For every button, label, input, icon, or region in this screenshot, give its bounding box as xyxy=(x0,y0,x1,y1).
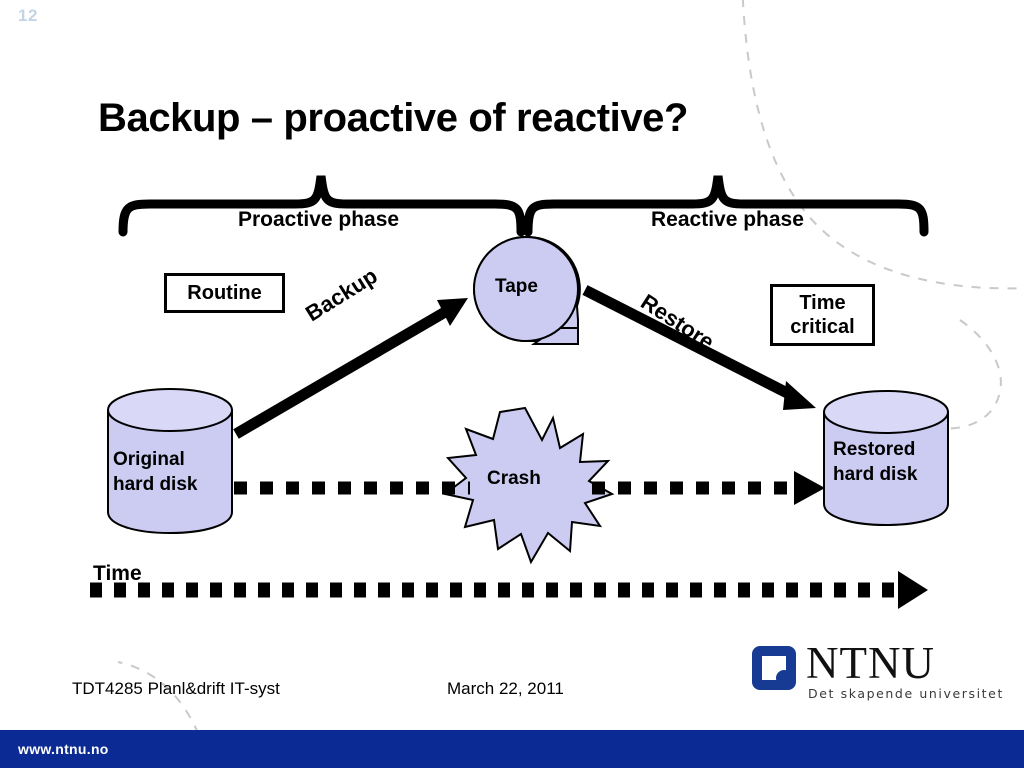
ntnu-mark-icon xyxy=(752,646,796,690)
original-disk-line2: hard disk xyxy=(113,474,198,495)
callout-routine: Routine xyxy=(164,273,285,313)
restored-disk-line2: hard disk xyxy=(833,464,918,485)
arrow-restore xyxy=(582,285,816,410)
brace-proactive xyxy=(118,175,526,237)
node-label-crash: Crash xyxy=(487,468,541,489)
shape-restored-hard-disk xyxy=(823,390,949,527)
shape-tape xyxy=(473,236,581,345)
ntnu-url-text: www.ntnu.no xyxy=(18,741,109,757)
footer-date-text: March 22, 2011 xyxy=(447,679,564,698)
ntnu-wordmark: NTNU xyxy=(806,638,935,688)
callout-time-critical-line1: Time xyxy=(799,292,846,314)
ntnu-tagline: Det skapende universitet xyxy=(808,686,1004,701)
callout-routine-text: Routine xyxy=(187,282,262,304)
ntnu-logo: NTNU Det skapende universitet xyxy=(752,638,1002,703)
brace-label-proactive-phase: Proactive phase xyxy=(238,208,400,231)
ntnu-mark-inner-square xyxy=(762,656,792,686)
time-axis-label: Time xyxy=(93,562,142,585)
arrow-backup xyxy=(233,298,468,439)
original-disk-line1: Original xyxy=(113,449,185,470)
time-axis-arrow xyxy=(90,571,928,609)
slide-number: 12 xyxy=(18,6,38,25)
node-label-tape: Tape xyxy=(495,276,538,297)
restored-disk-line1: Restored xyxy=(833,439,916,460)
footer-course-text: TDT4285 Planl&drift IT-syst xyxy=(72,679,280,698)
page-title: Backup – proactive of reactive? xyxy=(98,96,689,140)
shape-original-hard-disk xyxy=(107,388,233,535)
bottom-brand-bar: www.ntnu.no xyxy=(0,730,1024,768)
brace-label-reactive-phase: Reactive phase xyxy=(651,208,804,231)
node-label-restored-hard-disk: Restored hard disk xyxy=(833,437,917,487)
callout-time-critical-line2: critical xyxy=(790,316,855,338)
node-label-original-hard-disk: Original hard disk xyxy=(113,447,197,497)
callout-time-critical: Time critical xyxy=(770,284,875,346)
ntnu-mark-dot xyxy=(776,670,792,686)
shape-crash-burst xyxy=(442,406,615,565)
dotted-arrow-crash-to-restored xyxy=(592,471,825,505)
brace-reactive xyxy=(523,175,929,237)
